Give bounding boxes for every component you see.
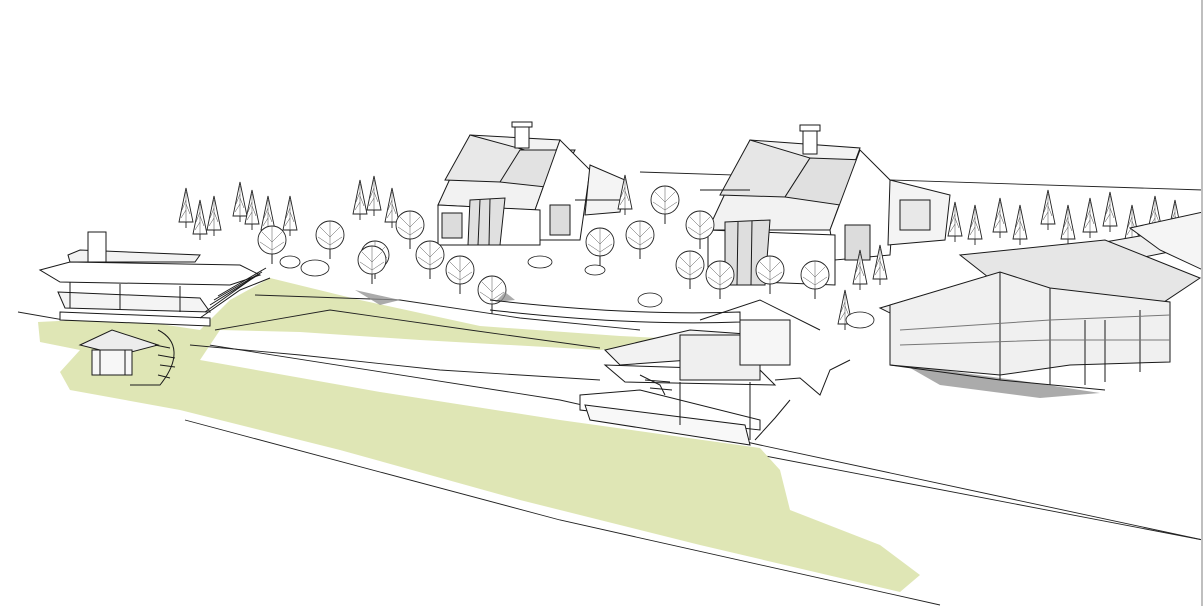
background-trees-left bbox=[178, 175, 425, 280]
lawn-shape bbox=[38, 278, 920, 592]
terrace-lines bbox=[189, 294, 641, 381]
house-right bbox=[700, 124, 951, 286]
barn-right bbox=[878, 211, 1203, 391]
retaining-wall bbox=[489, 299, 821, 331]
house-left bbox=[437, 121, 626, 246]
pavilion-left bbox=[38, 231, 271, 327]
pavilion-center bbox=[579, 319, 851, 446]
viewport-edge bbox=[1201, 0, 1203, 606]
gazebo bbox=[78, 329, 176, 386]
shrubs bbox=[279, 255, 875, 329]
